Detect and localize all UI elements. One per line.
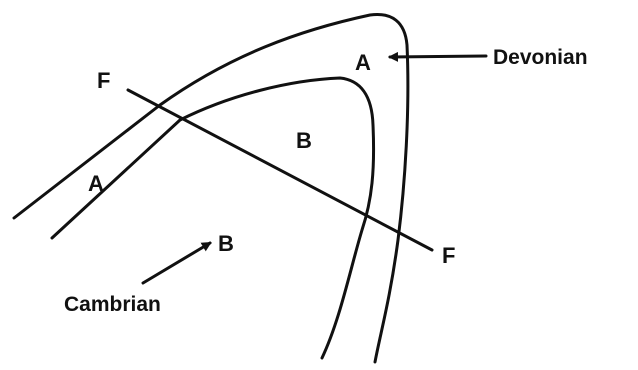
- devonian-label: Devonian: [493, 46, 588, 69]
- fault-line: [126, 88, 434, 252]
- bed-b-label-lower: B: [218, 231, 234, 256]
- devonian-arrow: [388, 51, 488, 62]
- bed-a-label-left: A: [88, 171, 104, 196]
- bed-a-label-top: A: [355, 50, 371, 75]
- cambrian-label: Cambrian: [64, 293, 161, 316]
- outer-fold-boundary: [12, 12, 410, 364]
- fault-label-top: F: [97, 68, 110, 93]
- cambrian-arrow: [141, 241, 212, 285]
- fault-label-bottom: F: [442, 243, 455, 268]
- bed-b-label-core: B: [296, 128, 312, 153]
- inner-fold-boundary: [50, 76, 376, 360]
